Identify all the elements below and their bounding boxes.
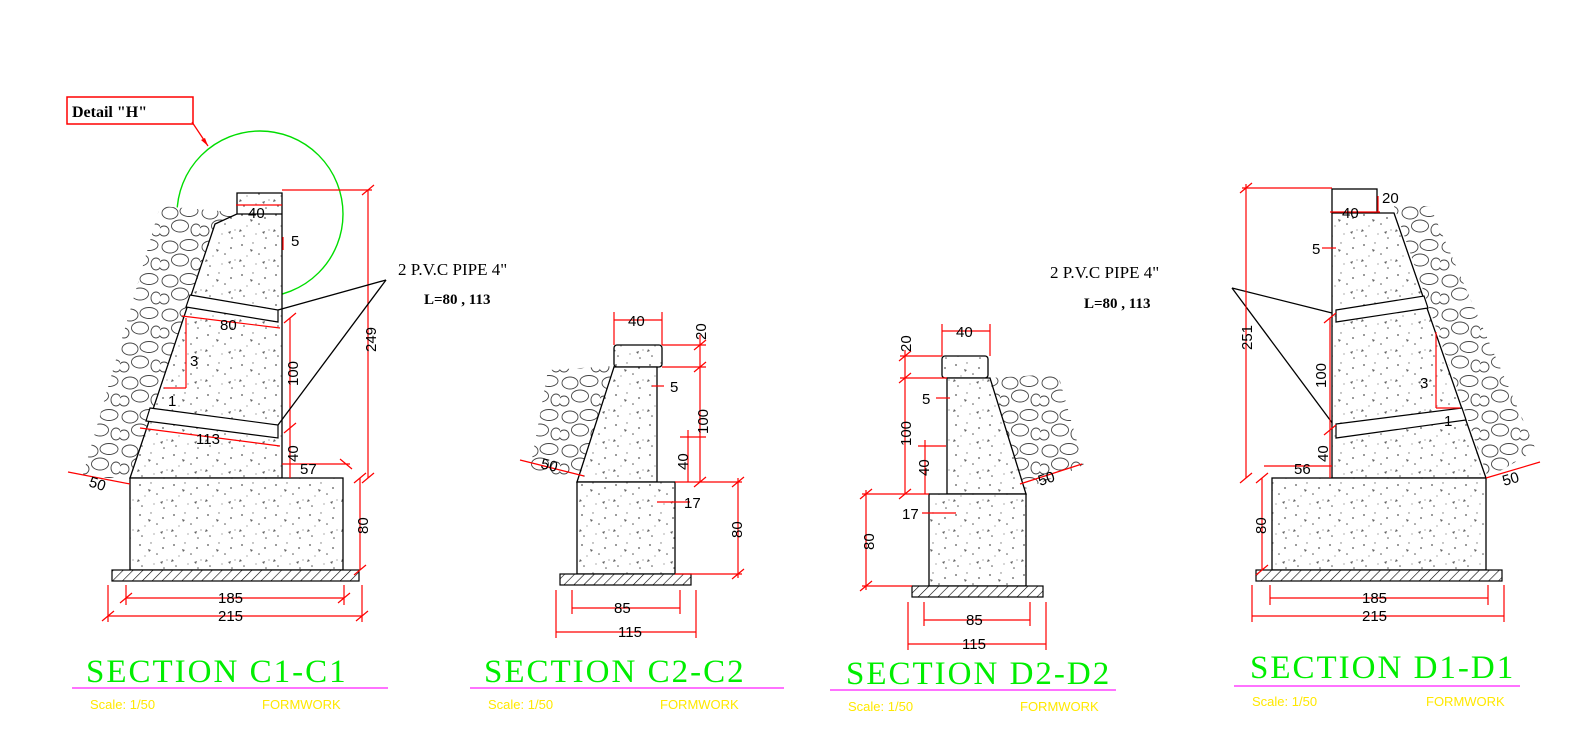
- dim-toe-height: 40: [675, 453, 692, 470]
- dim-inner-width: 185: [1362, 590, 1387, 607]
- section-title: SECTION C2-C2: [484, 654, 746, 690]
- section-title: SECTION D1-D1: [1250, 650, 1515, 686]
- rock-backfill: [1394, 206, 1536, 478]
- dim-footing-height: 80: [355, 517, 372, 534]
- section-scale: Scale: 1/50: [488, 697, 553, 712]
- dim-footing-height: 80: [861, 533, 878, 550]
- dim-outer-width: 115: [962, 636, 986, 653]
- footing: [129, 477, 344, 571]
- dim-inner-width: 85: [966, 612, 983, 629]
- dim-cover: 50: [539, 455, 559, 476]
- lean-concrete: [1255, 569, 1503, 582]
- dim-outer-width: 215: [218, 608, 243, 625]
- lean-concrete: [111, 569, 360, 582]
- dim-batter: 5: [670, 379, 678, 396]
- dim-footing-height: 80: [729, 521, 746, 538]
- section-kind: FORMWORK: [262, 697, 341, 712]
- section-scale: Scale: 1/50: [1252, 694, 1317, 709]
- pipe-note-line2: L=80 , 113: [424, 292, 490, 308]
- dim-stem: 100: [695, 409, 712, 434]
- dim-batter: 5: [291, 233, 299, 250]
- dim-pipe-low: 113: [196, 431, 220, 448]
- pipe-note-line1: 2 P.V.C PIPE 4": [398, 260, 507, 279]
- pvc-pipe-note-right: 2 P.V.C PIPE 4" L=80 , 113: [1050, 263, 1337, 429]
- dim-toe-width: 17: [684, 495, 701, 512]
- dim-top: 40: [248, 205, 265, 222]
- dim-cap: 20: [693, 323, 710, 340]
- footing: [1271, 477, 1487, 571]
- dim-slope-run: 1: [1444, 413, 1452, 430]
- lean-concrete: [911, 585, 1044, 598]
- dim-cover: 50: [87, 474, 108, 495]
- detail-h-label: Detail "H": [72, 104, 147, 121]
- dim-toe-height: 40: [916, 459, 933, 476]
- section-scale: Scale: 1/50: [90, 697, 155, 712]
- dim-slope: 3: [190, 353, 198, 370]
- dim-toe-width: 17: [902, 506, 919, 523]
- dim-toe-height: 40: [1315, 445, 1332, 462]
- section-kind: FORMWORK: [1020, 699, 1099, 714]
- section-kind: FORMWORK: [660, 697, 739, 712]
- section-title: SECTION D2-D2: [846, 656, 1111, 692]
- pipe-note-line2: L=80 , 113: [1084, 296, 1150, 312]
- section-kind: FORMWORK: [1426, 694, 1505, 709]
- dim-outer-width: 215: [1362, 608, 1387, 625]
- dim-footing-height: 80: [1253, 517, 1270, 534]
- dim-top: 40: [1342, 205, 1359, 222]
- pvc-pipe: [185, 294, 279, 323]
- dim-cover: 50: [1036, 468, 1057, 489]
- detail-h-callout: Detail "H": [66, 96, 344, 298]
- section-c2-c2: 40 20 5 100 40 17 50 80 85 115 SECTION C…: [470, 312, 784, 712]
- pvc-pipe: [1335, 407, 1467, 439]
- dim-height: 249: [363, 327, 380, 352]
- section-c1-c1: 40 5 80 3 1 113 100 249 40 57 50 80 185 …: [67, 184, 388, 712]
- dim-inner-width: 85: [614, 600, 631, 617]
- lean-concrete: [559, 573, 692, 586]
- section-scale: Scale: 1/50: [848, 699, 913, 714]
- section-title: SECTION C1-C1: [86, 654, 348, 690]
- pvc-pipe: [1335, 295, 1429, 323]
- pvc-pipe: [145, 407, 279, 439]
- dim-cap: 20: [898, 335, 915, 352]
- dim-height: 251: [1239, 325, 1256, 350]
- dim-pipe-top: 80: [220, 317, 237, 334]
- rock-backfill: [82, 206, 232, 478]
- dim-pipe-spacing: 100: [1313, 363, 1330, 388]
- dim-stem: 100: [898, 421, 915, 446]
- dim-toe-height: 40: [285, 445, 302, 462]
- dim-outer-width: 115: [618, 624, 642, 641]
- dim-top: 40: [628, 313, 645, 330]
- section-d2-d2: 40 20 5 100 40 17 50 80 85 115 SECTION D…: [830, 324, 1116, 714]
- dim-cap: 20: [1382, 190, 1399, 207]
- dim-batter: 5: [1312, 241, 1320, 258]
- section-d1-d1: 20 40 5 100 3 1 251 40 56 50 80 185 215 …: [1234, 182, 1541, 709]
- pipe-note-line1: 2 P.V.C PIPE 4": [1050, 263, 1159, 282]
- dim-cover: 50: [1500, 469, 1521, 490]
- pvc-pipe-note-left: 2 P.V.C PIPE 4" L=80 , 113: [277, 260, 507, 426]
- dim-toe-width: 57: [300, 461, 317, 478]
- footing: [576, 481, 676, 575]
- rock-backfill: [990, 374, 1084, 490]
- dim-toe-width: 56: [1294, 461, 1311, 478]
- rock-backfill: [530, 366, 614, 480]
- dim-batter: 5: [922, 391, 930, 408]
- wall-cap: [941, 355, 989, 379]
- dim-slope: 3: [1420, 375, 1428, 392]
- dim-slope-run: 1: [168, 393, 176, 410]
- dim-top: 40: [956, 324, 973, 341]
- dim-inner-width: 185: [218, 590, 243, 607]
- footing: [928, 493, 1027, 587]
- wall-cap: [613, 344, 663, 368]
- dim-pipe-spacing: 100: [285, 361, 302, 386]
